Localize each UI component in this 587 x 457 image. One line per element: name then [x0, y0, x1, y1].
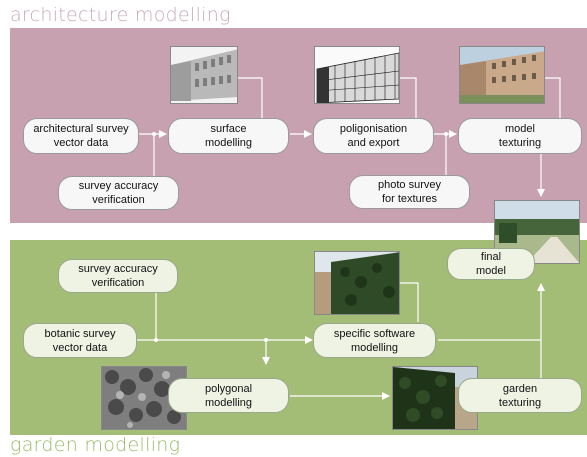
- architecture-title: architecture modelling: [10, 4, 231, 26]
- model-texturing-node: model texturing: [458, 118, 582, 154]
- photo-survey-node: photo survey for textures: [349, 175, 470, 209]
- building-wireframe-render: [314, 46, 400, 104]
- surface-modelling-node: surface modelling: [168, 118, 289, 154]
- botanic-survey-node: botanic survey vector data: [23, 323, 137, 358]
- garden-texturing-node: garden texturing: [458, 378, 582, 413]
- architectural-survey-node: architectural survey vector data: [23, 118, 139, 154]
- garden-title: garden modelling: [10, 434, 181, 456]
- textured-hedge-render: [392, 366, 478, 430]
- specific-software-node: specific software modelling: [313, 323, 436, 358]
- building-textured-render: [459, 46, 545, 104]
- poligonisation-node: poligonisation and export: [313, 118, 434, 154]
- building-surface-render: [170, 46, 238, 104]
- survey-accuracy-garden-node: survey accuracy verification: [58, 259, 178, 293]
- polygonal-modelling-node: polygonal modelling: [168, 378, 289, 413]
- final-model-node: final model: [447, 248, 535, 280]
- survey-accuracy-arch-node: survey accuracy verification: [58, 176, 179, 210]
- final-garden-render: [494, 200, 580, 264]
- hedge-model-render: [314, 251, 400, 315]
